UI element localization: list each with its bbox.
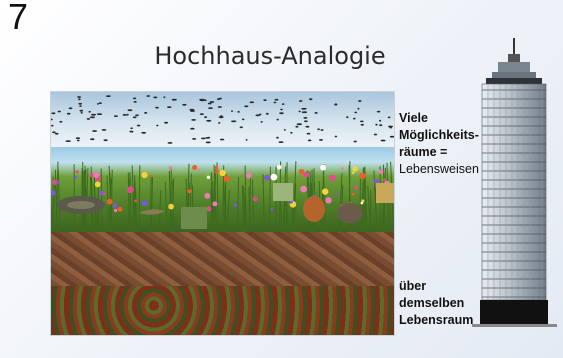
upper-label-line: Lebensweisen — [399, 161, 479, 178]
bird-flock-graphic — [51, 92, 394, 147]
lower-label-line: demselben — [399, 295, 473, 312]
skyscraper-image — [472, 38, 557, 328]
butterfly-icon — [376, 183, 394, 203]
hedgehog-icon — [337, 203, 363, 223]
lower-label: über demselben Lebensraum — [399, 278, 473, 329]
sky-birds-band — [51, 92, 394, 147]
soil-band — [51, 232, 394, 286]
lizard-icon — [139, 209, 165, 214]
upper-label-line: räume = — [399, 144, 479, 161]
upper-label-line: Möglichkeits- — [399, 127, 479, 144]
meadow-animals-graphic — [51, 147, 394, 232]
lower-label-line: Lebensraum — [399, 312, 473, 329]
fox-icon — [303, 196, 325, 222]
inset-photo — [273, 183, 293, 201]
slide-number: 7 — [8, 0, 28, 38]
deep-soil-band — [51, 286, 394, 335]
inset-photo — [181, 207, 207, 229]
upper-label-line: Viele — [399, 110, 479, 127]
slide-title: Hochhaus-Analogie — [140, 42, 400, 70]
meadow-band — [51, 147, 394, 232]
habitat-collage-image — [50, 91, 395, 336]
lower-label-line: über — [399, 278, 473, 295]
upper-label: Viele Möglichkeits- räume = Lebensweisen — [399, 110, 479, 178]
